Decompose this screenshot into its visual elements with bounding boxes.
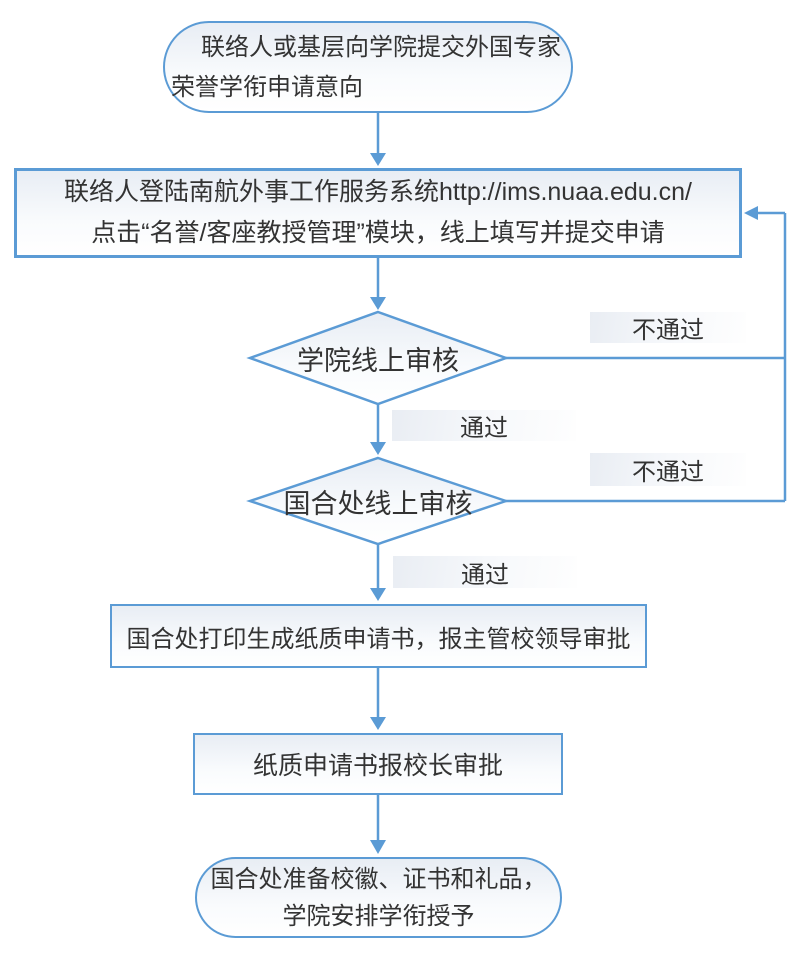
ico-review-diamond-shape [246,456,510,546]
arrow-login-to-college-review [370,258,386,310]
end-node: 国合处准备校徽、证书和礼品， 学院安排学衔授予 [195,857,562,938]
start-node: 联络人或基层向学院提交外国专家 荣誉学衔申请意向 [163,21,573,113]
college-review-label: 学院线上审核 [297,345,459,376]
online-application-node: 联络人登陆南航外事工作服务系统http://ims.nuaa.edu.cn/ 点… [14,168,742,258]
arrow-college-to-ico-review [370,404,386,455]
arrow-start-to-login [370,113,386,166]
ico-review-label: 国合处线上审核 [283,488,473,519]
arrow-president-to-end [370,795,386,854]
online-application-line2: 点击“名誉/客座教授管理”模块，线上填写并提交申请 [91,219,665,247]
print-paper-application-node: 国合处打印生成纸质申请书，报主管校领导审批 [110,604,647,668]
start-node-line1: 联络人或基层向学院提交外国专家 [201,34,561,61]
fail-label-ico: 不通过 [590,453,746,486]
arrow-ico-to-print [370,544,386,601]
fail-label-college: 不通过 [590,312,746,344]
start-node-line2: 荣誉学衔申请意向 [171,74,363,101]
end-node-line2: 学院安排学衔授予 [282,902,475,930]
president-approval-node: 纸质申请书报校长审批 [193,733,563,795]
pass-label-ico: 通过 [393,556,577,589]
college-review-diamond-shape [246,310,510,406]
pass-label-college: 通过 [392,410,576,442]
end-node-line1: 国合处准备校徽、证书和礼品， [210,865,547,893]
online-application-line1: 联络人登陆南航外事工作服务系统http://ims.nuaa.edu.cn/ [64,178,692,206]
arrow-print-to-president [370,668,386,730]
fail-loop-line [505,206,787,503]
